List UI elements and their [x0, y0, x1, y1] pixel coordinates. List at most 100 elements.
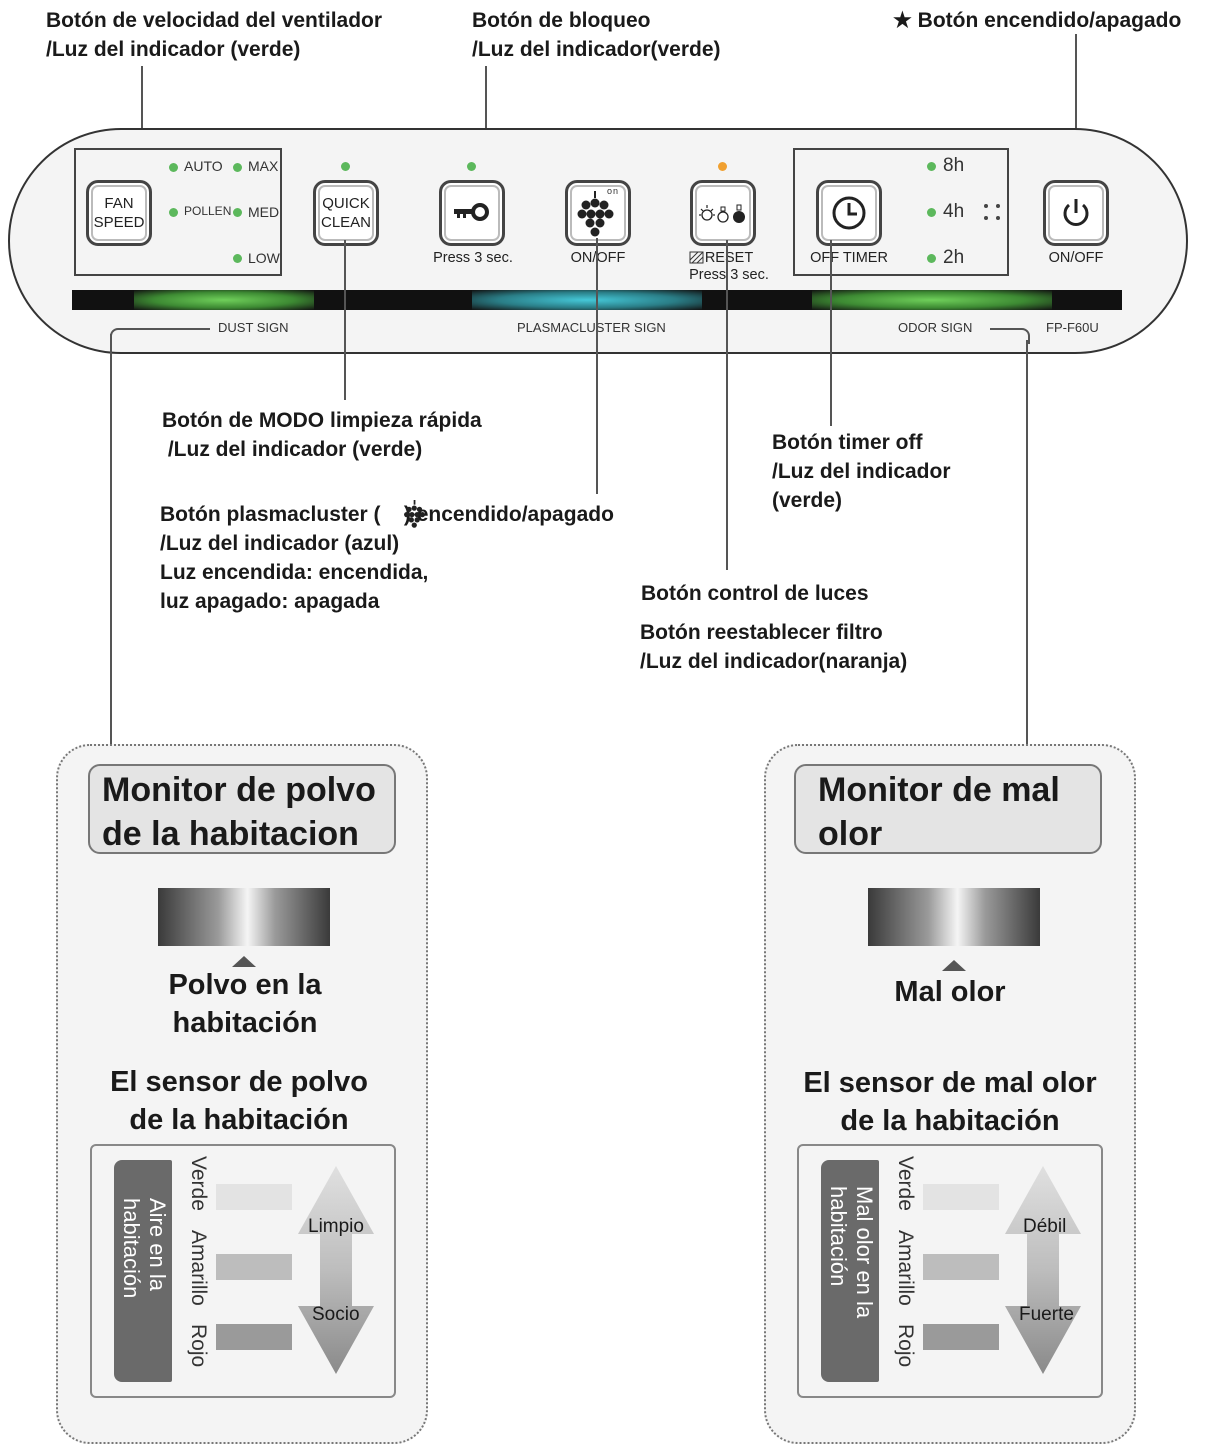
timer-8h-label: 8h	[943, 155, 965, 176]
dust-level-rojo: Rojo	[187, 1324, 210, 1368]
plasmacluster-button[interactable]	[565, 180, 631, 246]
odor-arrow-top: Débil	[1023, 1216, 1067, 1237]
odor-legend: Mal olor en la habitación Verde Amarillo…	[797, 1144, 1103, 1398]
timer-4h-led	[927, 208, 936, 217]
dust-swatch-rojo	[216, 1324, 292, 1350]
power-leader	[1075, 34, 1077, 184]
odor-swatch-rojo	[923, 1324, 999, 1350]
odor-indicator-arrow	[942, 960, 966, 971]
fan-speed-annotation: Botón de velocidad del ventilador /Luz d…	[46, 9, 383, 61]
fan-speed-leader	[141, 66, 143, 150]
timer-2h-label: 2h	[943, 247, 965, 268]
timer-4h-label: 4h	[943, 201, 965, 222]
clock-icon	[832, 196, 866, 230]
max-led	[233, 163, 242, 172]
filter-reset-annotation: Botón reestablecer filtro /Luz del indic…	[640, 621, 908, 673]
plasmacluster-leader	[596, 238, 598, 494]
timer-group	[793, 148, 1009, 276]
odor-swatch-verde	[923, 1184, 999, 1210]
dust-indicator-label: Polvo en la habitación	[168, 969, 322, 1039]
key-icon	[454, 203, 489, 221]
dust-legend: Aire en la habitación Verde Amarillo Roj…	[90, 1144, 396, 1398]
timer-2h-led	[927, 254, 936, 263]
odor-leader-h	[990, 328, 1018, 330]
lock-annotation: Botón de bloqueo /Luz del indicador(verd…	[472, 9, 721, 61]
max-label: MAX	[248, 158, 279, 174]
odor-monitor-title: Monitor de mal olor	[794, 764, 1102, 854]
auto-label: AUTO	[184, 158, 223, 174]
dust-arrow-bottom: Socio	[312, 1304, 360, 1325]
dust-gradient-bar	[158, 888, 330, 946]
fan-speed-group	[74, 148, 282, 276]
power-icon	[1063, 199, 1089, 226]
reset-caption: RESET Press 3 sec.	[689, 250, 769, 283]
plasmacluster-sign-label: PLASMACLUSTER SIGN	[511, 320, 672, 335]
power-button[interactable]	[1043, 180, 1109, 246]
odor-sensor-title: El sensor de mal olor de la habitación	[803, 1067, 1097, 1137]
odor-sign-light	[812, 290, 1052, 310]
quick-clean-led	[341, 162, 350, 171]
quick-clean-button[interactable]: QUICK CLEAN	[313, 180, 379, 246]
timer-caption: OFF TIMER	[810, 250, 888, 266]
timer-leader	[830, 240, 832, 426]
dust-monitor-title: Monitor de polvo de la habitacion	[88, 764, 396, 854]
light-control-icon	[699, 204, 745, 223]
hatched-square-icon	[689, 251, 704, 264]
odor-level-rojo: Rojo	[894, 1324, 917, 1368]
odor-side-label: Mal olor en la habitación	[826, 1186, 877, 1319]
off-timer-button[interactable]	[816, 180, 882, 246]
light-control-button[interactable]	[690, 180, 756, 246]
dust-leader-corner	[110, 328, 126, 344]
power-caption: ON/OFF	[1048, 250, 1104, 266]
odor-gradient-bar	[868, 888, 1040, 946]
dust-level-verde: Verde	[187, 1156, 210, 1211]
dust-level-amarillo: Amarillo	[187, 1230, 210, 1306]
med-led	[233, 208, 242, 217]
power-annotation: ★ Botón encendido/apagado	[893, 9, 1182, 32]
odor-leader-v	[1026, 340, 1028, 744]
dust-arrow-top: Limpio	[308, 1216, 364, 1237]
fan-speed-button[interactable]: FAN SPEED	[86, 180, 152, 246]
plasmacluster-sign-light	[472, 290, 702, 310]
odor-side-pill	[821, 1160, 879, 1382]
dust-side-pill	[114, 1160, 172, 1382]
dust-swatch-amarillo	[216, 1254, 292, 1280]
model-label: FP-F60U	[1040, 320, 1105, 335]
odor-indicator-label: Mal olor	[894, 976, 1006, 1008]
timer-8h-led	[927, 162, 936, 171]
dust-side-label: Aire en la habitación	[119, 1198, 170, 1299]
pollen-label: POLLEN	[184, 204, 232, 218]
dust-swatch-verde	[216, 1184, 292, 1210]
plasma-caption: ON/OFF	[570, 250, 626, 266]
dust-double-arrow	[298, 1166, 374, 1374]
dust-sign-label: DUST SIGN	[212, 320, 295, 335]
odor-leader-corner	[1014, 328, 1030, 344]
dust-leader-h	[120, 328, 210, 330]
lock-led	[467, 162, 476, 171]
dust-leader-v	[110, 334, 112, 746]
plasmacluster-annotation: Botón plasmacluster ( ) encendido/apagad…	[160, 503, 614, 613]
timer-annotation: Botón timer off /Luz del indicador (verd…	[772, 431, 951, 512]
low-led	[233, 254, 242, 263]
quick-clean-leader	[344, 240, 346, 400]
med-label: MED	[248, 204, 280, 220]
fan-speed-label: FAN SPEED	[93, 195, 145, 231]
plasma-on-label: on	[607, 186, 620, 196]
dust-sensor-title: El sensor de polvo de la habitación	[110, 1066, 368, 1136]
odor-arrow-bottom: Fuerte	[1019, 1304, 1074, 1325]
odor-sign-label: ODOR SIGN	[892, 320, 979, 335]
light-control-leader	[726, 240, 728, 570]
lock-caption: Press 3 sec.	[433, 250, 513, 266]
odor-swatch-amarillo	[923, 1254, 999, 1280]
auto-led	[169, 163, 178, 172]
plasmacluster-icon	[577, 191, 614, 237]
lock-button[interactable]	[439, 180, 505, 246]
odor-double-arrow	[1005, 1166, 1081, 1374]
quick-clean-annotation: Botón de MODO limpieza rápida /Luz del i…	[162, 409, 482, 461]
pollen-led	[169, 208, 178, 217]
dust-sign-light	[134, 290, 314, 310]
dots-icon	[984, 204, 1000, 220]
low-label: LOW	[248, 250, 280, 266]
dust-indicator-arrow	[232, 956, 256, 967]
lock-leader	[485, 66, 487, 186]
